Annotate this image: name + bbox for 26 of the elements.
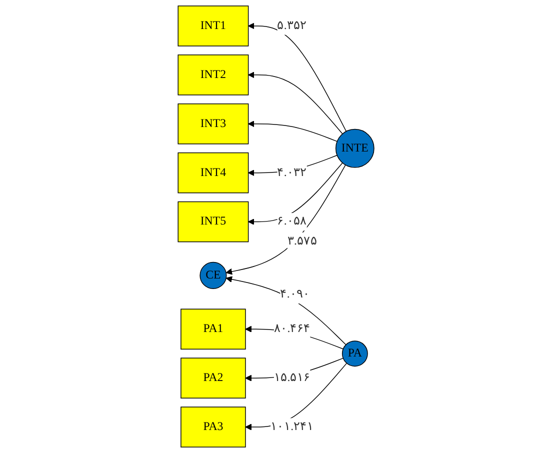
node-circle: INTE (335, 128, 374, 168)
node-circle: PA (342, 340, 368, 367)
node-box: PA2 (180, 358, 246, 398)
arrow (248, 72, 343, 134)
arrow (245, 362, 348, 430)
arrow (226, 164, 346, 275)
edge-label: ۴.۰۳۲ (277, 166, 307, 179)
node-box: INT3 (178, 103, 249, 144)
edge-label: ۸۰.۴۶۴ (274, 322, 310, 336)
arrow (248, 120, 338, 142)
arrow (226, 276, 346, 346)
node-box: PA3 (180, 406, 246, 448)
node-box: PA1 (180, 308, 246, 350)
edge-label: ۶.۰۵۸ (277, 215, 307, 228)
edge-label: ۴.۰۹۰ (280, 288, 310, 301)
node-box: INT2 (178, 54, 249, 96)
edge-label: ۵.۳۵۲ (277, 19, 307, 32)
node-circle: CE (200, 262, 227, 289)
node-box: INT4 (178, 152, 249, 194)
arrow (248, 162, 343, 226)
arrow (248, 22, 347, 132)
edge-label: ۱۵.۵۱۶ (274, 371, 310, 384)
node-box: INT1 (178, 6, 249, 46)
node-box: INT5 (178, 201, 249, 242)
edge-label: ۳.۵۷۵ (287, 234, 317, 248)
edge-label: ۱۰۱.۲۴۱ (270, 420, 314, 433)
